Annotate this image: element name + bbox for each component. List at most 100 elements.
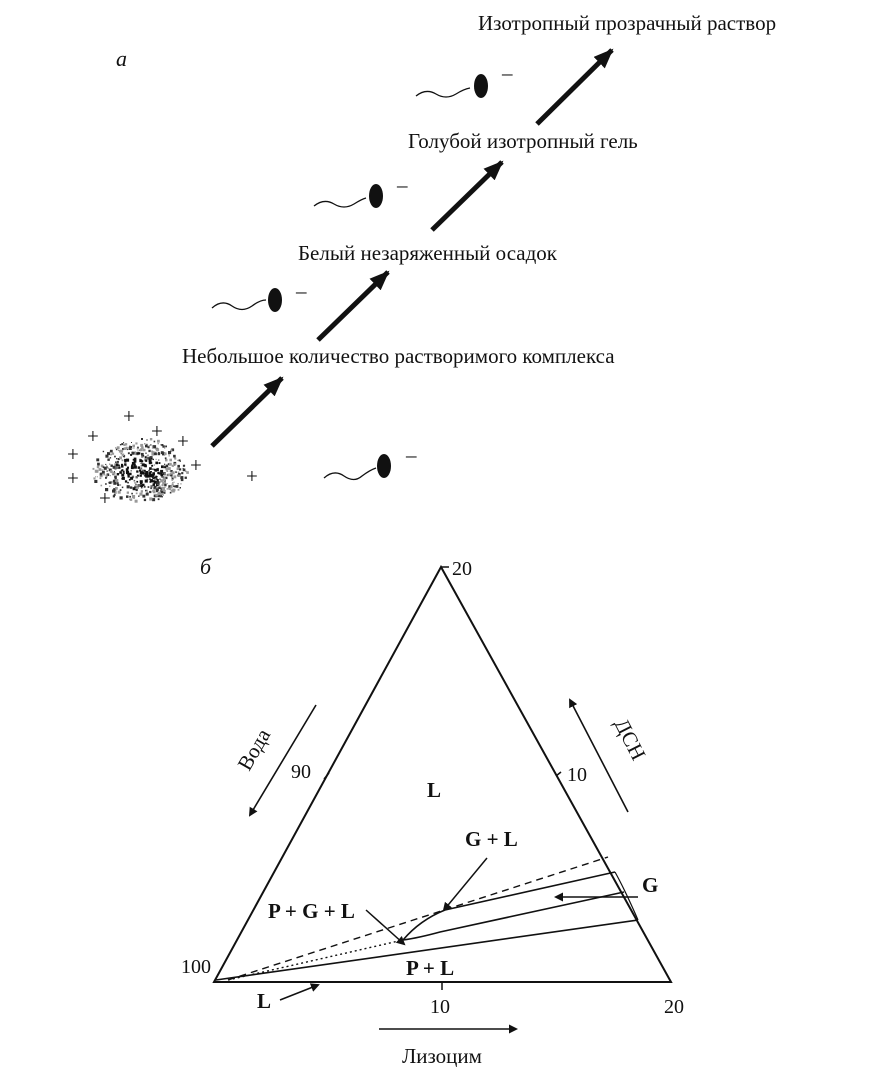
protein-speck: [140, 486, 143, 489]
protein-speck: [124, 463, 127, 466]
protein-speck: [152, 483, 155, 486]
protein-speck: [93, 477, 96, 480]
surfactant-head-icon: [268, 288, 282, 312]
protein-speck: [158, 487, 161, 489]
protein-speck: [119, 444, 122, 446]
protein-speck: [167, 473, 170, 477]
panel-b-letter: б: [200, 554, 212, 579]
protein-speck: [163, 478, 166, 482]
protein-speck: [114, 468, 117, 471]
protein-speck: [131, 442, 132, 443]
water-axis-arrow: [248, 704, 317, 817]
protein-speck: [123, 443, 126, 446]
protein-speck: [124, 460, 127, 463]
pointer-P-G-L: [365, 909, 406, 946]
protein-speck: [121, 465, 124, 468]
protein-speck: [165, 476, 168, 480]
protein-speck: [124, 443, 128, 446]
protein-speck: [115, 479, 119, 483]
progression-arrow-1: [210, 376, 284, 448]
positive-charges: + + + + + + + + +: [67, 404, 258, 510]
protein-speck: [134, 482, 136, 484]
protein-speck: [155, 475, 158, 478]
protein-speck: [112, 472, 116, 475]
protein-speck: [175, 485, 179, 488]
protein-speck: [146, 443, 148, 445]
protein-speck: [148, 449, 151, 453]
protein-speck: [158, 459, 160, 461]
protein-speck: [133, 457, 137, 461]
protein-speck: [150, 485, 153, 488]
protein-speck: [112, 479, 116, 483]
protein-blob-icon: [92, 438, 189, 503]
protein-speck: [149, 490, 152, 494]
protein-speck: [169, 458, 172, 462]
protein-speck: [114, 477, 117, 480]
protein-speck: [92, 467, 95, 470]
protein-speck: [148, 469, 150, 472]
protein-speck: [126, 485, 130, 489]
protein-speck: [142, 483, 145, 487]
protein-speck: [161, 444, 164, 447]
protein-speck: [172, 482, 174, 484]
tick-right-side: [555, 771, 562, 777]
pointer-L-bottom: [279, 983, 320, 1001]
protein-speck: [121, 443, 124, 446]
protein-speck: [116, 482, 119, 485]
protein-speck: [139, 469, 142, 472]
protein-speck: [162, 476, 165, 479]
protein-speck: [164, 481, 166, 484]
protein-speck: [124, 480, 128, 483]
protein-speck: [164, 486, 166, 488]
protein-speck: [146, 455, 148, 457]
protein-speck: [110, 449, 113, 453]
protein-speck: [109, 475, 111, 477]
protein-speck: [139, 448, 143, 452]
protein-speck: [157, 467, 159, 469]
protein-speck: [120, 453, 122, 455]
protein-speck: [136, 452, 139, 455]
protein-speck: [162, 445, 165, 448]
protein-speck: [161, 465, 164, 469]
protein-speck: [144, 479, 148, 483]
protein-speck: [124, 458, 127, 462]
protein-speck: [164, 463, 166, 465]
protein-speck: [166, 488, 168, 490]
protein-speck: [150, 487, 152, 490]
protein-speck: [173, 475, 177, 479]
protein-speck: [153, 452, 156, 455]
protein-speck: [121, 469, 124, 472]
protein-speck: [149, 497, 153, 501]
protein-speck: [94, 479, 98, 483]
protein-speck: [119, 496, 123, 500]
protein-speck: [141, 446, 144, 449]
protein-speck: [147, 486, 150, 488]
surfactant-molecule-1: –: [323, 443, 417, 481]
surfactant-charge: –: [295, 279, 307, 303]
surfactant-charge: –: [396, 173, 408, 197]
plus-sign: +: [67, 442, 79, 466]
protein-speck: [180, 483, 182, 485]
protein-speck: [152, 498, 156, 502]
protein-speck: [156, 486, 159, 490]
protein-speck: [109, 457, 112, 459]
step-label-clear-solution: Изотропный прозрачный раствор: [478, 11, 776, 35]
protein-speck: [142, 463, 145, 466]
protein-speck: [153, 480, 157, 484]
protein-speck: [131, 461, 135, 465]
protein-speck: [156, 476, 158, 478]
protein-speck: [182, 464, 185, 467]
protein-speck: [127, 473, 130, 476]
protein-speck: [171, 448, 175, 452]
protein-speck: [145, 492, 149, 496]
protein-speck: [130, 453, 133, 456]
protein-speck: [110, 481, 113, 484]
protein-speck: [95, 476, 97, 478]
protein-speck: [98, 468, 102, 471]
protein-speck: [156, 481, 160, 485]
protein-speck: [135, 442, 138, 445]
protein-speck: [165, 464, 169, 468]
protein-speck: [177, 488, 180, 491]
protein-speck: [179, 460, 181, 462]
protein-speck: [97, 462, 100, 466]
